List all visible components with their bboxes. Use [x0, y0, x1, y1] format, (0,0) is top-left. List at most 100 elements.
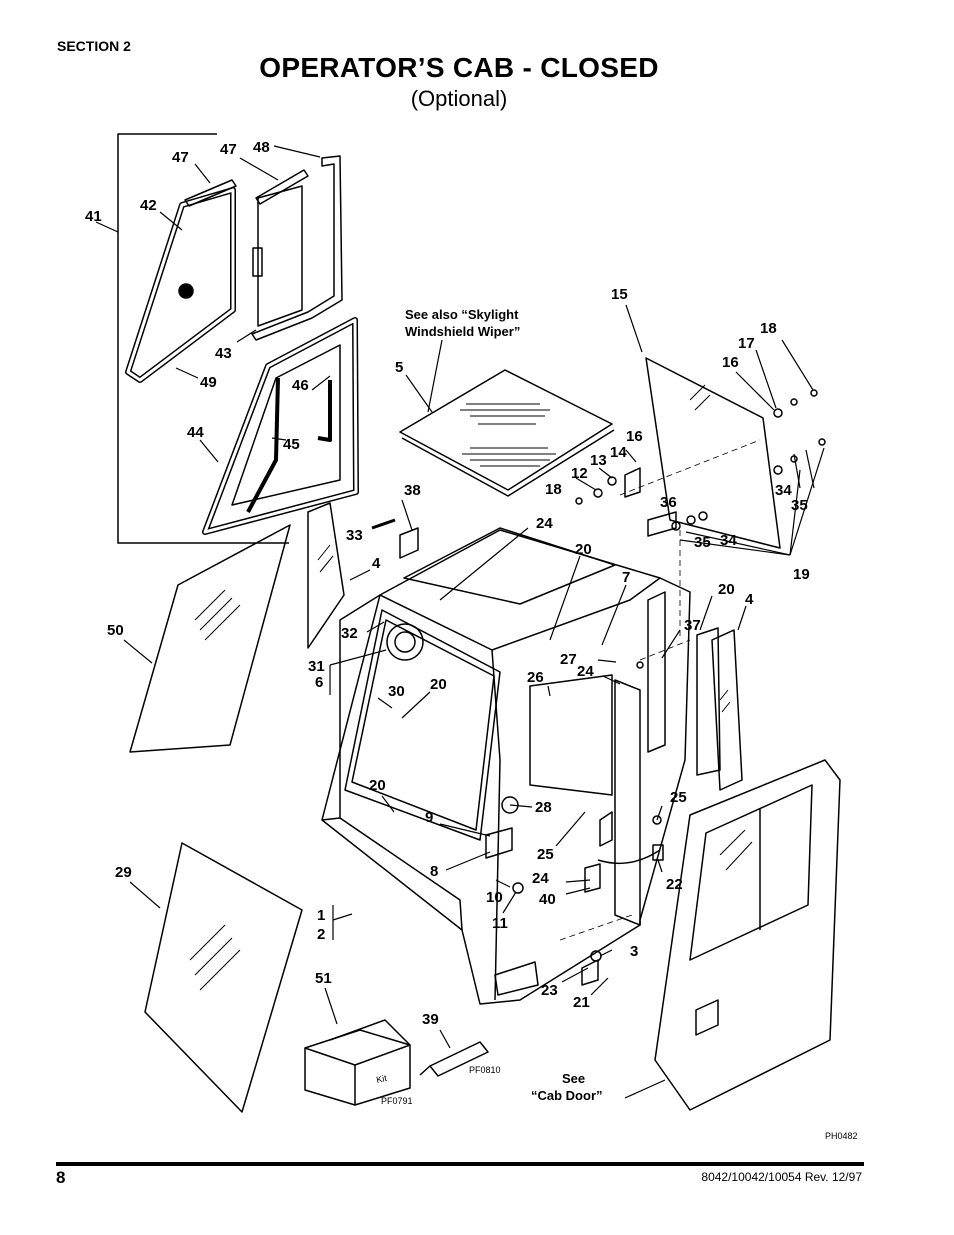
cab-door [654, 759, 841, 1111]
door-group-bracket [117, 133, 289, 544]
callout: 44 [187, 424, 204, 441]
callout: 20 [369, 777, 386, 794]
door-post [614, 679, 641, 926]
callout: 30 [388, 683, 405, 700]
top-seal-left [184, 179, 237, 207]
callout: 47 [172, 149, 189, 166]
callout: 40 [539, 891, 556, 908]
callout: 26 [527, 669, 544, 686]
sealant-tube [429, 1041, 489, 1077]
window-knob [178, 283, 194, 299]
page-number: 8 [56, 1168, 66, 1187]
callout: 19 [793, 566, 810, 583]
callout: 18 [545, 481, 562, 498]
callout: 14 [610, 444, 627, 461]
side-glass-20 [696, 627, 721, 776]
callout: 5 [395, 359, 403, 376]
callout: 15 [611, 286, 628, 303]
page-subtitle: (Optional) [410, 86, 508, 111]
corner-glass-right [711, 629, 743, 791]
cab-door-note-line2: “Cab Door” [531, 1088, 603, 1103]
windshield-frame [344, 609, 501, 841]
speaker [386, 623, 424, 661]
callout: 32 [341, 625, 358, 642]
callout: 35 [791, 497, 808, 514]
tube-code: PF0810 [469, 1065, 501, 1075]
callout: 36 [660, 494, 677, 511]
callout: 7 [622, 569, 630, 586]
callout: 25 [537, 846, 554, 863]
callout: 2 [317, 926, 325, 943]
callout: 4 [372, 555, 381, 572]
side-glass-50 [129, 524, 291, 753]
callout: 24 [532, 870, 549, 887]
callout: 6 [315, 674, 323, 691]
callout: 3 [630, 943, 638, 960]
callout: 41 [85, 208, 102, 225]
lower-window-pane [231, 344, 341, 506]
callout: 29 [115, 864, 132, 881]
callout: 48 [253, 139, 270, 156]
rear-panel-26 [529, 674, 613, 796]
callout: 20 [430, 676, 447, 693]
corner-glass-left [307, 502, 345, 649]
roof-panel [399, 369, 613, 491]
callout: 35 [694, 534, 711, 551]
callout: 45 [283, 436, 300, 453]
callout: 18 [760, 320, 777, 337]
page-title: OPERATOR’S CAB - CLOSED [259, 52, 659, 83]
callout: 37 [684, 617, 701, 634]
callout: 1 [317, 907, 325, 924]
callout: 47 [220, 141, 237, 158]
callout: 8 [430, 863, 438, 880]
document-id: 8042/10042/10054 Rev. 12/97 [701, 1170, 862, 1184]
callout: 33 [346, 527, 363, 544]
figure-code: PH0482 [825, 1131, 858, 1141]
section-label: SECTION 2 [57, 38, 131, 54]
callout: 50 [107, 622, 124, 639]
callout: 20 [718, 581, 735, 598]
callout: 13 [590, 452, 607, 469]
cab-door-note-line1: See [562, 1071, 585, 1086]
callout: 20 [575, 541, 592, 558]
callout: 16 [626, 428, 643, 445]
callout: 34 [775, 482, 792, 499]
callout: 34 [720, 532, 737, 549]
callout: 27 [560, 651, 577, 668]
callout: 11 [492, 915, 508, 932]
skylight-note-line2: Windshield Wiper” [405, 324, 520, 339]
callout: 4 [745, 591, 754, 608]
top-seal-right [255, 169, 309, 205]
callout: 51 [315, 970, 332, 987]
callout: 21 [573, 994, 590, 1011]
footer-rule [56, 1162, 864, 1166]
rear-glass-15 [645, 357, 781, 549]
callout: 46 [292, 377, 309, 394]
inner-window-frame [257, 185, 303, 327]
callout: 16 [722, 354, 739, 371]
callout: 49 [200, 374, 217, 391]
kit-box [304, 1029, 411, 1106]
skylight-note-line1: See also “Skylight [405, 307, 519, 322]
callout: 38 [404, 482, 421, 499]
callout: 10 [486, 889, 503, 906]
callout: 24 [577, 663, 594, 680]
callout: 28 [535, 799, 552, 816]
callout: 25 [670, 789, 687, 806]
callout: 12 [571, 465, 588, 482]
callout: 31 [308, 658, 325, 675]
callout-labels: 47 47 48 41 42 43 49 46 44 45 5 15 17 18… [85, 139, 810, 1028]
kit-code: PF0791 [381, 1096, 413, 1106]
frame-seal-48 [251, 155, 343, 341]
callout: 17 [738, 335, 755, 352]
callout: 39 [422, 1011, 439, 1028]
front-glass-29 [144, 842, 303, 1113]
air-vent [494, 961, 539, 996]
callout: 24 [536, 515, 553, 532]
callout: 42 [140, 197, 157, 214]
callout: 22 [666, 876, 683, 893]
kit-box-label: Kit [375, 1073, 388, 1085]
callout: 9 [425, 809, 433, 826]
callout: 43 [215, 345, 232, 362]
